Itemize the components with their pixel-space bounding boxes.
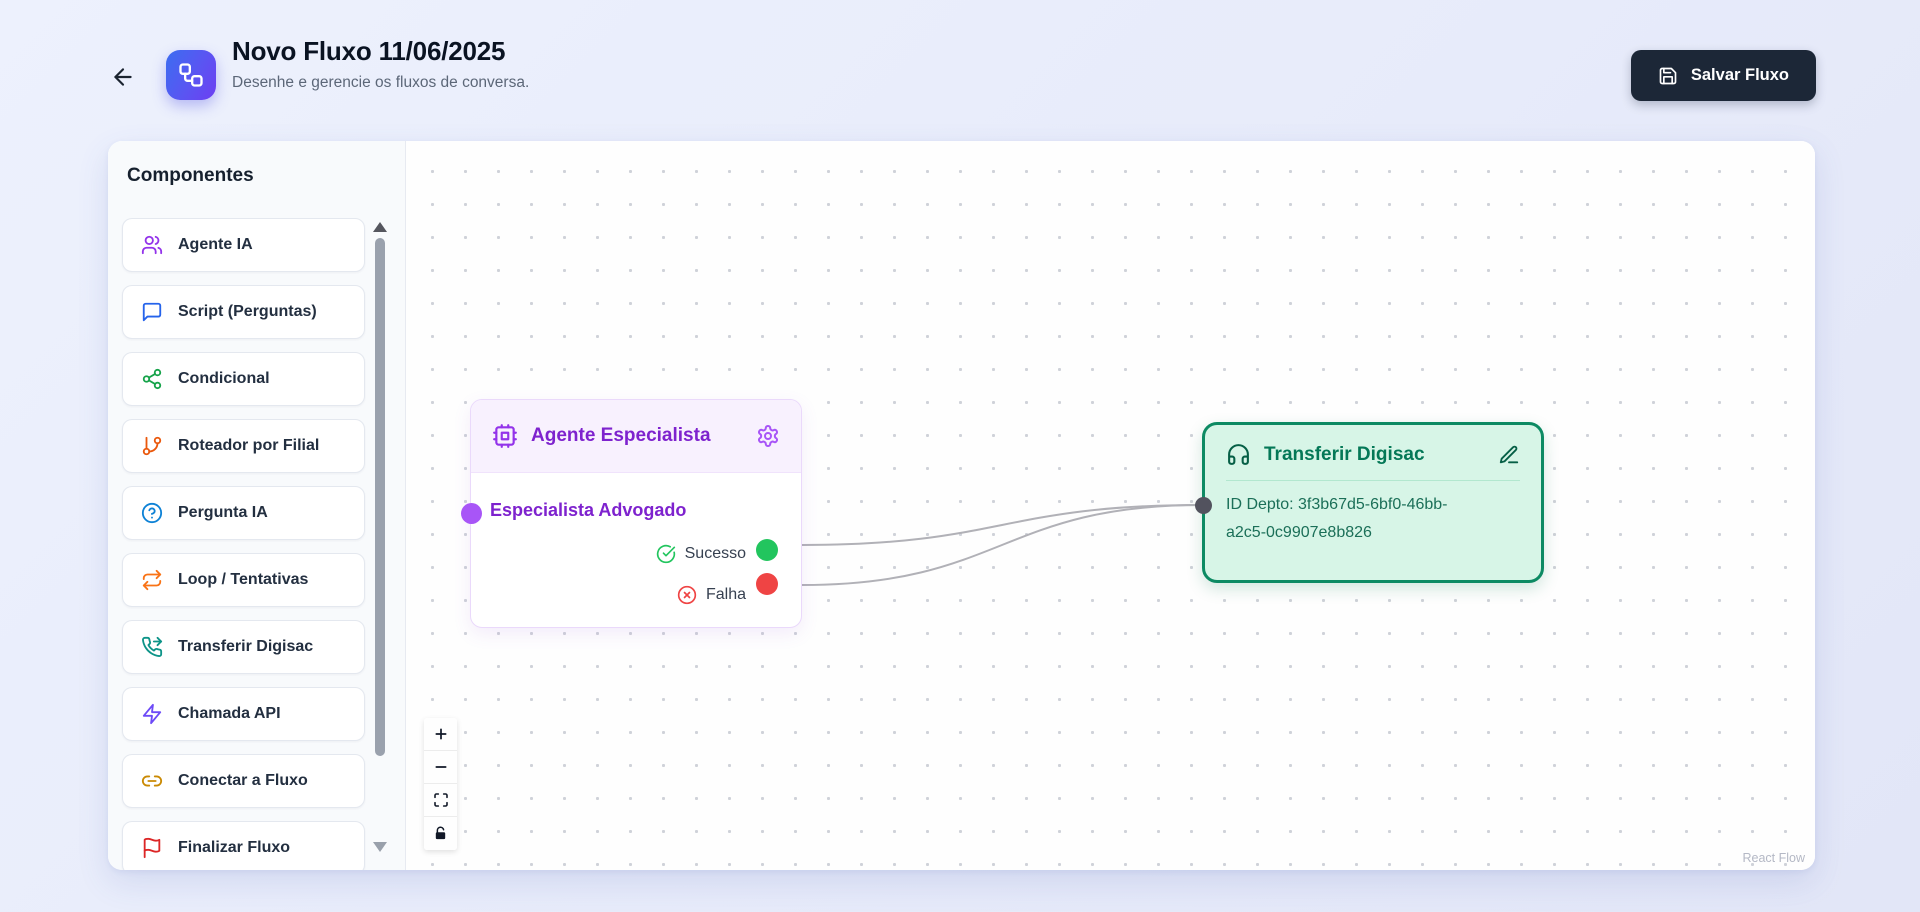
component-label: Roteador por Filial (178, 437, 320, 454)
page-subtitle: Desenhe e gerencie os fluxos de conversa… (232, 74, 530, 91)
message-square-icon (141, 301, 163, 323)
agent-node-title: Agente Especialista (531, 425, 711, 446)
components-sidebar: Componentes Agente IA Condicional Script… (108, 141, 406, 870)
component-label: Transferir Digisac (178, 638, 314, 655)
page-title: Novo Fluxo 11/06/2025 (232, 36, 506, 66)
transfer-node-header: Transferir Digisac (1226, 442, 1520, 467)
scroll-up-arrow-icon[interactable] (373, 222, 387, 232)
headphones-icon (1226, 442, 1251, 467)
fit-view-icon[interactable] (424, 784, 457, 817)
output-handle-sucesso[interactable] (756, 539, 778, 561)
save-icon (1658, 66, 1678, 86)
canvas-controls (424, 718, 457, 850)
component-label: Finalizar Fluxo (178, 839, 291, 856)
output-row-sucesso: Sucesso (656, 544, 746, 564)
component-item-chamada-api[interactable]: Chamada API (122, 687, 365, 741)
target-handle[interactable] (1195, 497, 1212, 514)
component-item-conectar-a-fluxo[interactable]: Conectar a Fluxo (122, 754, 365, 808)
topbar: Novo Fluxo 11/06/2025 Desenhe e gerencie… (0, 0, 1920, 141)
scrollbar-thumb[interactable] (375, 238, 385, 756)
agent-node-header: Agente Especialista (471, 400, 801, 473)
unlock-icon[interactable] (424, 817, 457, 850)
divider (1226, 480, 1520, 481)
transfer-dept-id: ID Depto: 3f3b67d5-6bf0-46bb-a2c5-0c9907… (1226, 496, 1448, 541)
transfer-node-title: Transferir Digisac (1264, 443, 1425, 465)
zap-icon (141, 703, 163, 725)
sidebar-scrollbar (372, 222, 388, 852)
component-label: Conectar a Fluxo (178, 772, 308, 789)
share-network-icon (141, 368, 163, 390)
component-item-condicional[interactable]: Condicional (122, 352, 365, 406)
component-label: Loop / Tentativas (178, 571, 309, 588)
flag-icon (141, 837, 163, 859)
component-label: Agente IA (178, 236, 253, 253)
save-flow-button[interactable]: Salvar Fluxo (1630, 50, 1816, 101)
users-icon (141, 234, 163, 256)
repeat-icon (141, 569, 163, 591)
scroll-down-arrow-icon[interactable] (373, 842, 387, 852)
component-label: Script (Perguntas) (178, 303, 317, 320)
check-circle-icon (656, 544, 676, 564)
pencil-icon[interactable] (1498, 444, 1520, 466)
output-label: Sucesso (684, 545, 746, 562)
component-item-roteador-por-filial[interactable]: Roteador por Filial (122, 419, 365, 473)
component-item-transferir-digisac[interactable]: Transferir Digisac (122, 620, 365, 674)
save-button-label: Salvar Fluxo (1690, 66, 1789, 84)
component-item-loop-tentativas[interactable]: Loop / Tentativas (122, 553, 365, 607)
arrow-left-icon (110, 64, 148, 90)
flow-canvas[interactable]: Agente Especialista Especialista Advogad… (406, 141, 1815, 870)
gear-icon[interactable] (756, 424, 780, 448)
component-item-pergunta-ia[interactable]: Pergunta IA (122, 486, 365, 540)
component-label: Pergunta IA (178, 504, 268, 521)
zoom-out-icon[interactable] (424, 751, 457, 784)
zoom-in-icon[interactable] (424, 718, 457, 751)
component-item-agente-ia[interactable]: Agente IA (122, 218, 365, 272)
edge-sucesso[interactable] (801, 504, 1203, 546)
workspace: Componentes Agente IA Condicional Script… (108, 141, 1815, 870)
node-transferir-digisac[interactable]: Transferir Digisac ID Depto: 3f3b67d5-6b… (1195, 422, 1544, 583)
phone-forwarded-icon (141, 636, 163, 658)
output-row-falha: Falha (677, 585, 746, 605)
component-item-script-perguntas[interactable]: Condicional Script (Perguntas) (122, 285, 365, 339)
edge-falha[interactable] (801, 504, 1203, 586)
output-label: Falha (705, 586, 746, 603)
git-branch-icon (141, 435, 163, 457)
help-circle-icon (141, 502, 163, 524)
node-agente-especialista[interactable]: Agente Especialista Especialista Advogad… (461, 399, 802, 628)
component-label: Chamada API (178, 705, 281, 722)
output-handle-falha[interactable] (756, 573, 778, 595)
input-handle[interactable] (461, 503, 482, 524)
component-item-finalizar-fluxo[interactable]: Finalizar Fluxo (122, 821, 365, 870)
agent-node-body: Especialista Advogado Sucesso Falha (471, 473, 801, 627)
component-label: Condicional (178, 370, 270, 387)
sidebar-heading: Componentes (127, 165, 254, 186)
back-button[interactable] (110, 58, 148, 96)
x-circle-icon (677, 585, 697, 605)
workflow-icon (166, 50, 216, 100)
link-icon (141, 770, 163, 792)
react-flow-attribution[interactable]: React Flow (1742, 851, 1805, 865)
agent-subject-label: Especialista Advogado (490, 500, 687, 520)
cpu-icon (492, 423, 518, 449)
components-list: Agente IA Condicional Script (Perguntas)… (122, 218, 365, 870)
